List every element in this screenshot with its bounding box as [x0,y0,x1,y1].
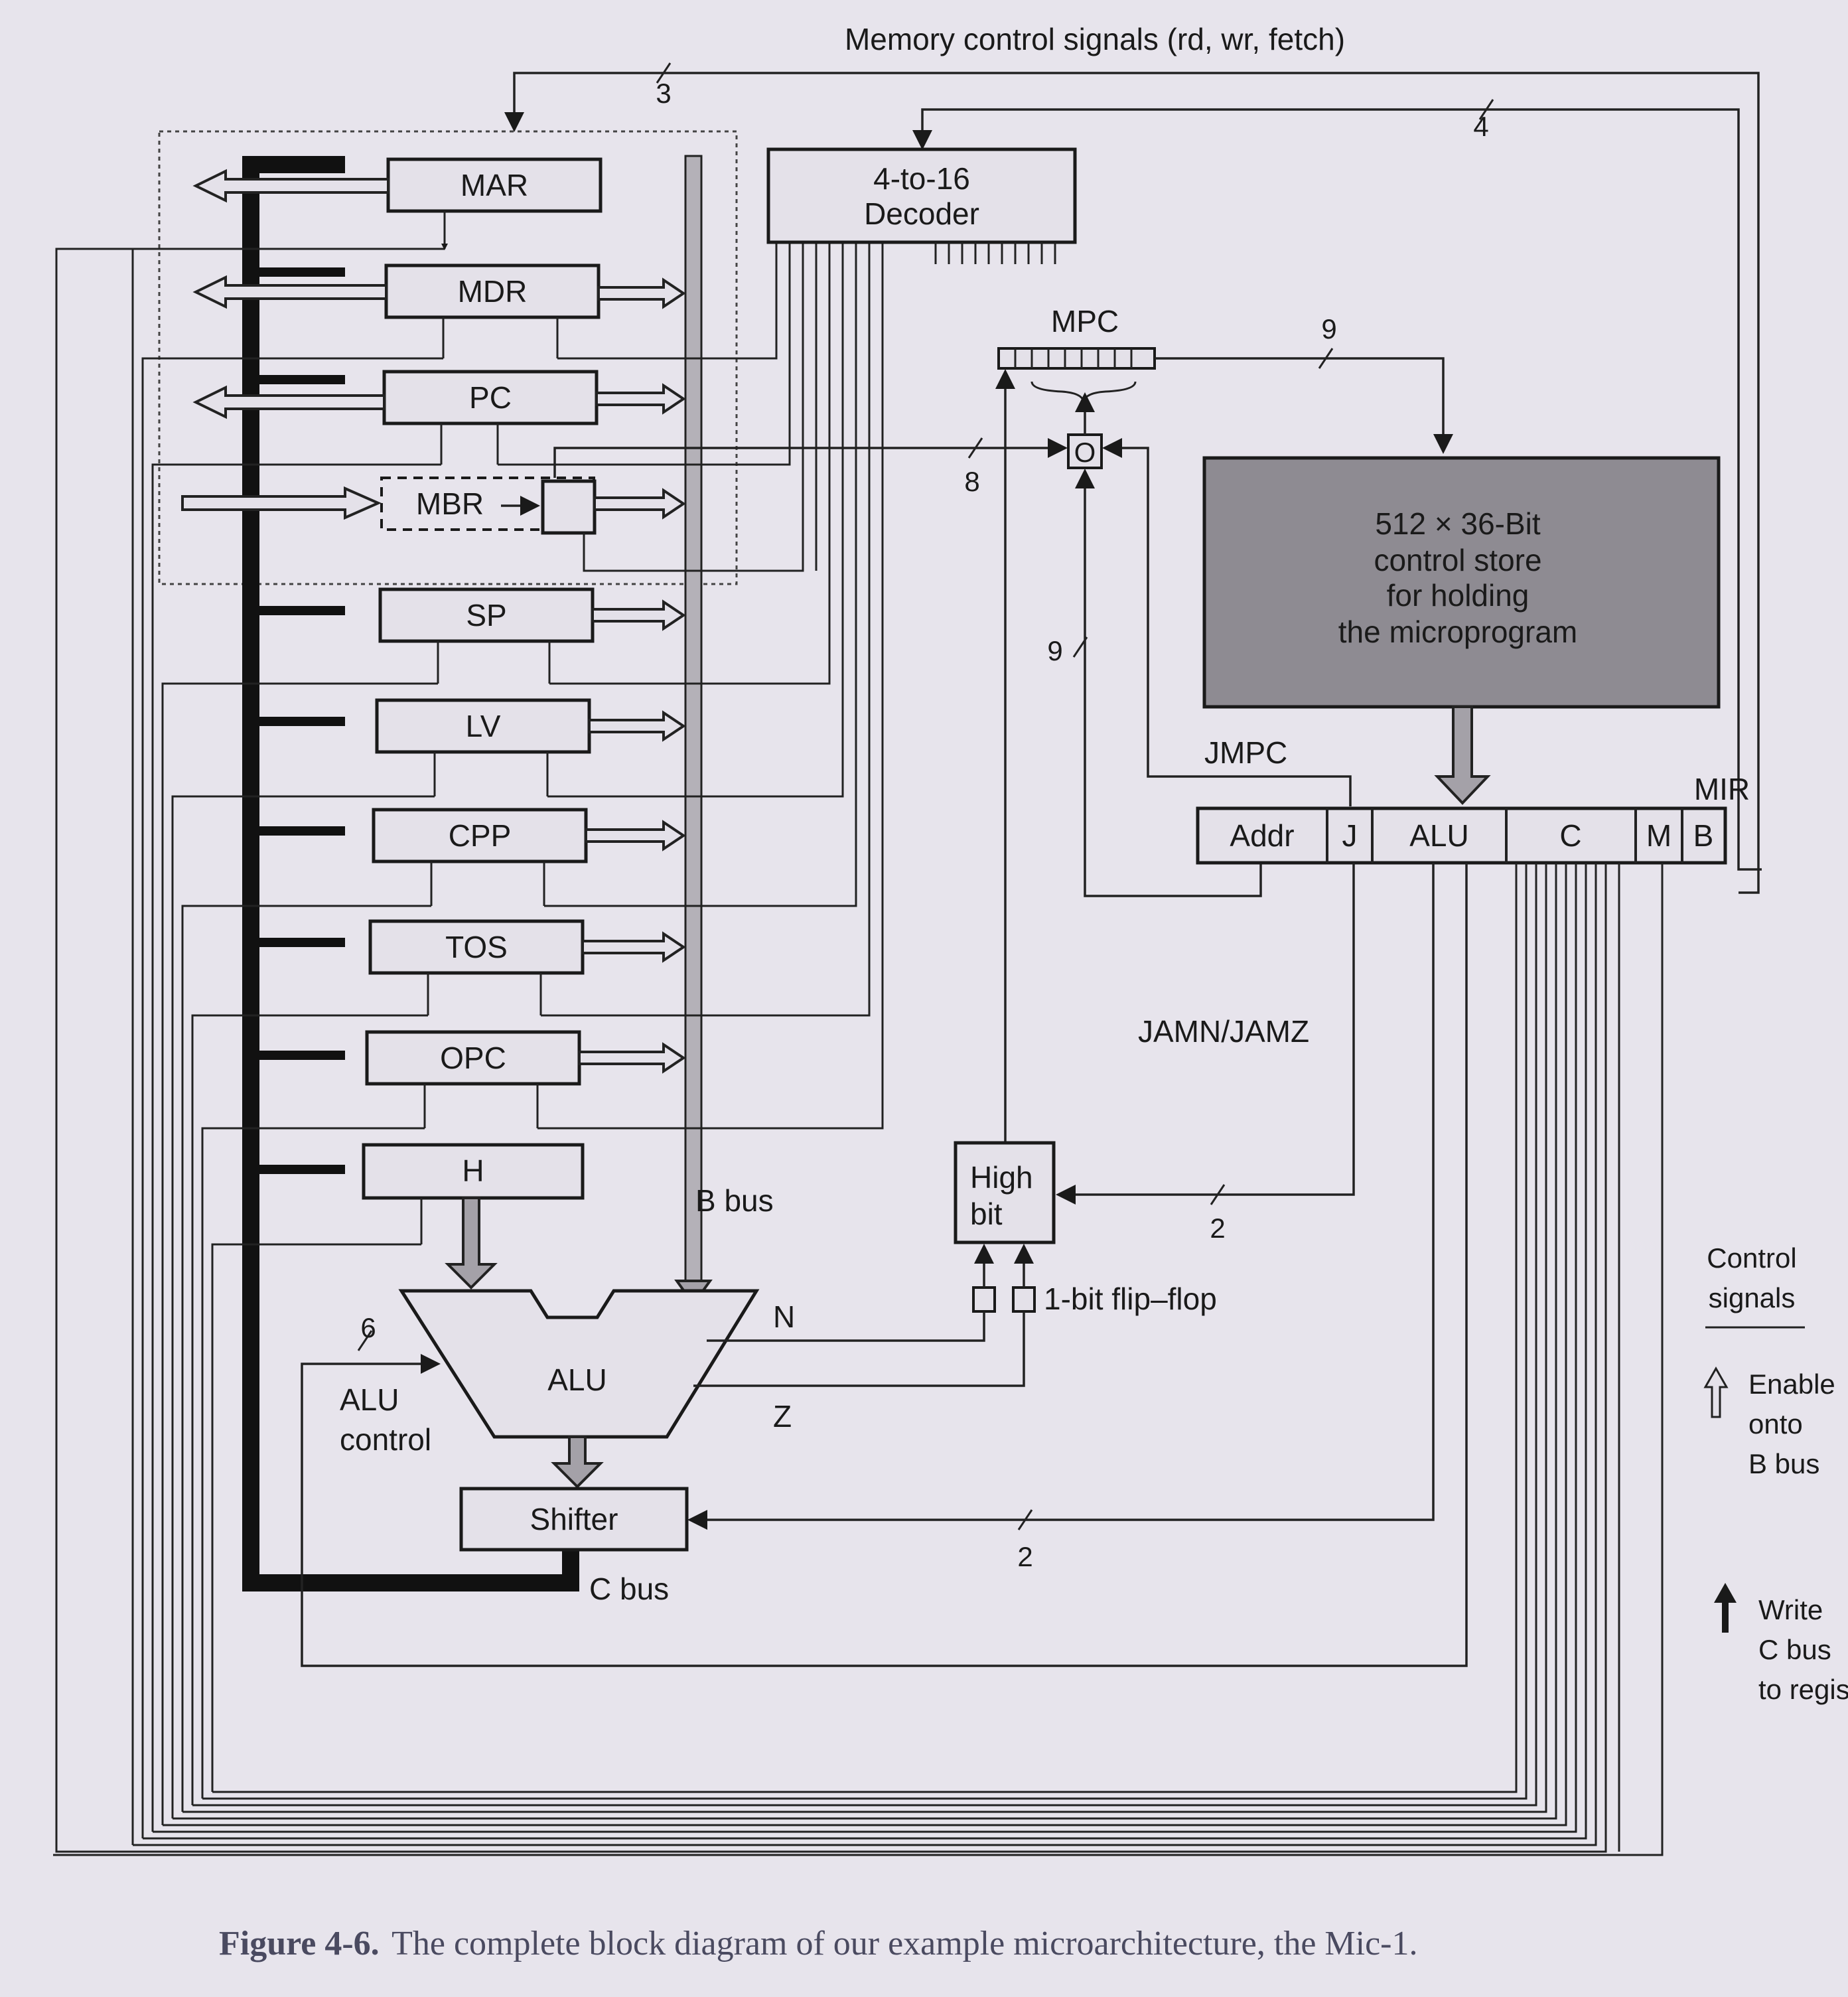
shifter-unit: Shifter [459,1487,689,1552]
svg-text:control store: control store [1374,543,1541,577]
alu-unit: ALU [398,1289,760,1439]
c-bus-label: C bus [589,1572,669,1606]
svg-text:High: High [970,1160,1033,1195]
memory-control-label: Memory control signals (rd, wr, fetch) [845,22,1345,56]
svg-text:B bus: B bus [1748,1448,1819,1479]
mir-field-addr: Addr [1230,818,1294,853]
alu-field-to-alu-control-wire [301,863,1468,1667]
decoder-4-to-16: 4-to-16 Decoder [766,147,1077,264]
b-bus-label: B bus [695,1183,774,1218]
svg-text:SP: SP [466,598,506,632]
svg-text:PC: PC [469,380,512,415]
jamn-jamz-wire [1056,863,1355,1205]
svg-text:onto: onto [1748,1408,1803,1440]
mbr-to-or-wire [553,438,1068,478]
register-mar: MAR [386,157,603,213]
svg-text:MBR: MBR [416,486,484,521]
svg-text:6: 6 [360,1312,376,1343]
svg-text:Z: Z [773,1399,792,1434]
figure-caption: Figure 4-6. The complete block diagram o… [219,1925,1418,1962]
svg-text:MAR: MAR [461,168,528,202]
svg-text:bit: bit [970,1197,1003,1231]
h-to-alu-arrow [445,1197,498,1290]
svg-text:signals: signals [1709,1282,1796,1313]
c-field-bundle [53,248,1664,1856]
flip-flops: 1-bit flip–flop [972,1244,1217,1316]
addr-to-or-wire [1075,469,1262,897]
jamn-jamz-label: JAMN/JAMZ [1138,1014,1309,1049]
or-gate: O [1067,392,1103,469]
mir-field-m: M [1646,818,1671,853]
control-signals-legend: Control signals Enable onto B bus Write … [1703,1242,1848,1705]
control-store-to-mir-arrow [1434,705,1491,805]
svg-text:512 × 36-Bit: 512 × 36-Bit [1375,506,1541,541]
jmpc-to-or-wire [1102,438,1352,806]
mir-m-to-decoder-wire [912,108,1762,871]
svg-text:N: N [773,1299,795,1334]
svg-text:LV: LV [466,709,501,743]
svg-text:H: H [462,1153,484,1188]
high-bit-unit: High bit [954,1141,1056,1244]
alu-control-label: ALU [340,1382,399,1417]
b-bus-line [684,155,703,1286]
svg-text:2: 2 [1017,1541,1032,1572]
svg-text:OPC: OPC [440,1041,506,1075]
register-sp: SP [378,587,595,643]
mir-field-b: B [1693,818,1714,853]
svg-text:Control: Control [1707,1242,1796,1274]
register-tos: TOS [368,919,585,975]
mir-register: MIR Addr J ALU C M B [1196,772,1750,865]
svg-text:O: O [1074,437,1096,468]
svg-text:Decoder: Decoder [864,196,979,231]
mir-field-c: C [1559,818,1581,853]
svg-text:TOS: TOS [445,930,508,964]
mpc-register: MPC [997,304,1156,402]
svg-text:to regis: to regis [1758,1674,1848,1705]
svg-text:the microprogram: the microprogram [1338,615,1577,649]
register-control-wires [131,211,884,1845]
register-cpp: CPP [372,808,588,863]
control-store: 512 × 36-Bit control store for holding t… [1202,456,1721,709]
svg-text:Enable: Enable [1748,1368,1835,1400]
register-opc: OPC [365,1030,581,1086]
register-mbr: MBR [380,477,597,535]
svg-text:9: 9 [1321,313,1336,344]
mir-field-alu: ALU [1409,818,1468,853]
svg-text:for holding: for holding [1387,578,1529,613]
svg-text:Write: Write [1758,1594,1823,1625]
register-mdr: MDR [384,263,601,319]
memory-interface-arrows [181,169,390,520]
svg-text:Shifter: Shifter [530,1502,618,1536]
c-bus-line [242,156,579,1591]
register-h: H [362,1143,585,1200]
svg-text:9: 9 [1047,635,1062,666]
svg-text:CPP: CPP [449,818,512,853]
memory-control-wire [504,72,1760,894]
svg-text:ALU: ALU [547,1363,606,1397]
svg-text:MPC: MPC [1051,304,1119,338]
svg-text:C bus: C bus [1758,1634,1831,1665]
svg-text:MIR: MIR [1694,772,1750,806]
svg-text:8: 8 [964,466,979,497]
alu-field-to-shifter-wire [687,863,1435,1530]
decoder-width-4: 4 [1473,111,1488,142]
svg-text:MDR: MDR [458,274,528,309]
alu-control-label-2: control [340,1422,431,1457]
mir-field-j: J [1342,818,1358,853]
alu-to-shifter-arrow [551,1436,604,1489]
mpc-to-control-store-wire [1155,357,1453,454]
c-bus-branches [251,267,345,1174]
memory-width-3: 3 [656,78,671,109]
alu-z-wire [693,1311,1025,1387]
svg-text:JMPC: JMPC [1204,735,1287,770]
svg-text:4-to-16: 4-to-16 [873,161,970,196]
svg-text:2: 2 [1210,1213,1225,1244]
alu-n-wire [707,1311,985,1342]
register-lv: LV [375,698,591,754]
register-b-bus-outputs [578,277,686,1074]
register-pc: PC [382,370,599,425]
svg-text:1-bit flip–flop: 1-bit flip–flop [1044,1282,1217,1316]
